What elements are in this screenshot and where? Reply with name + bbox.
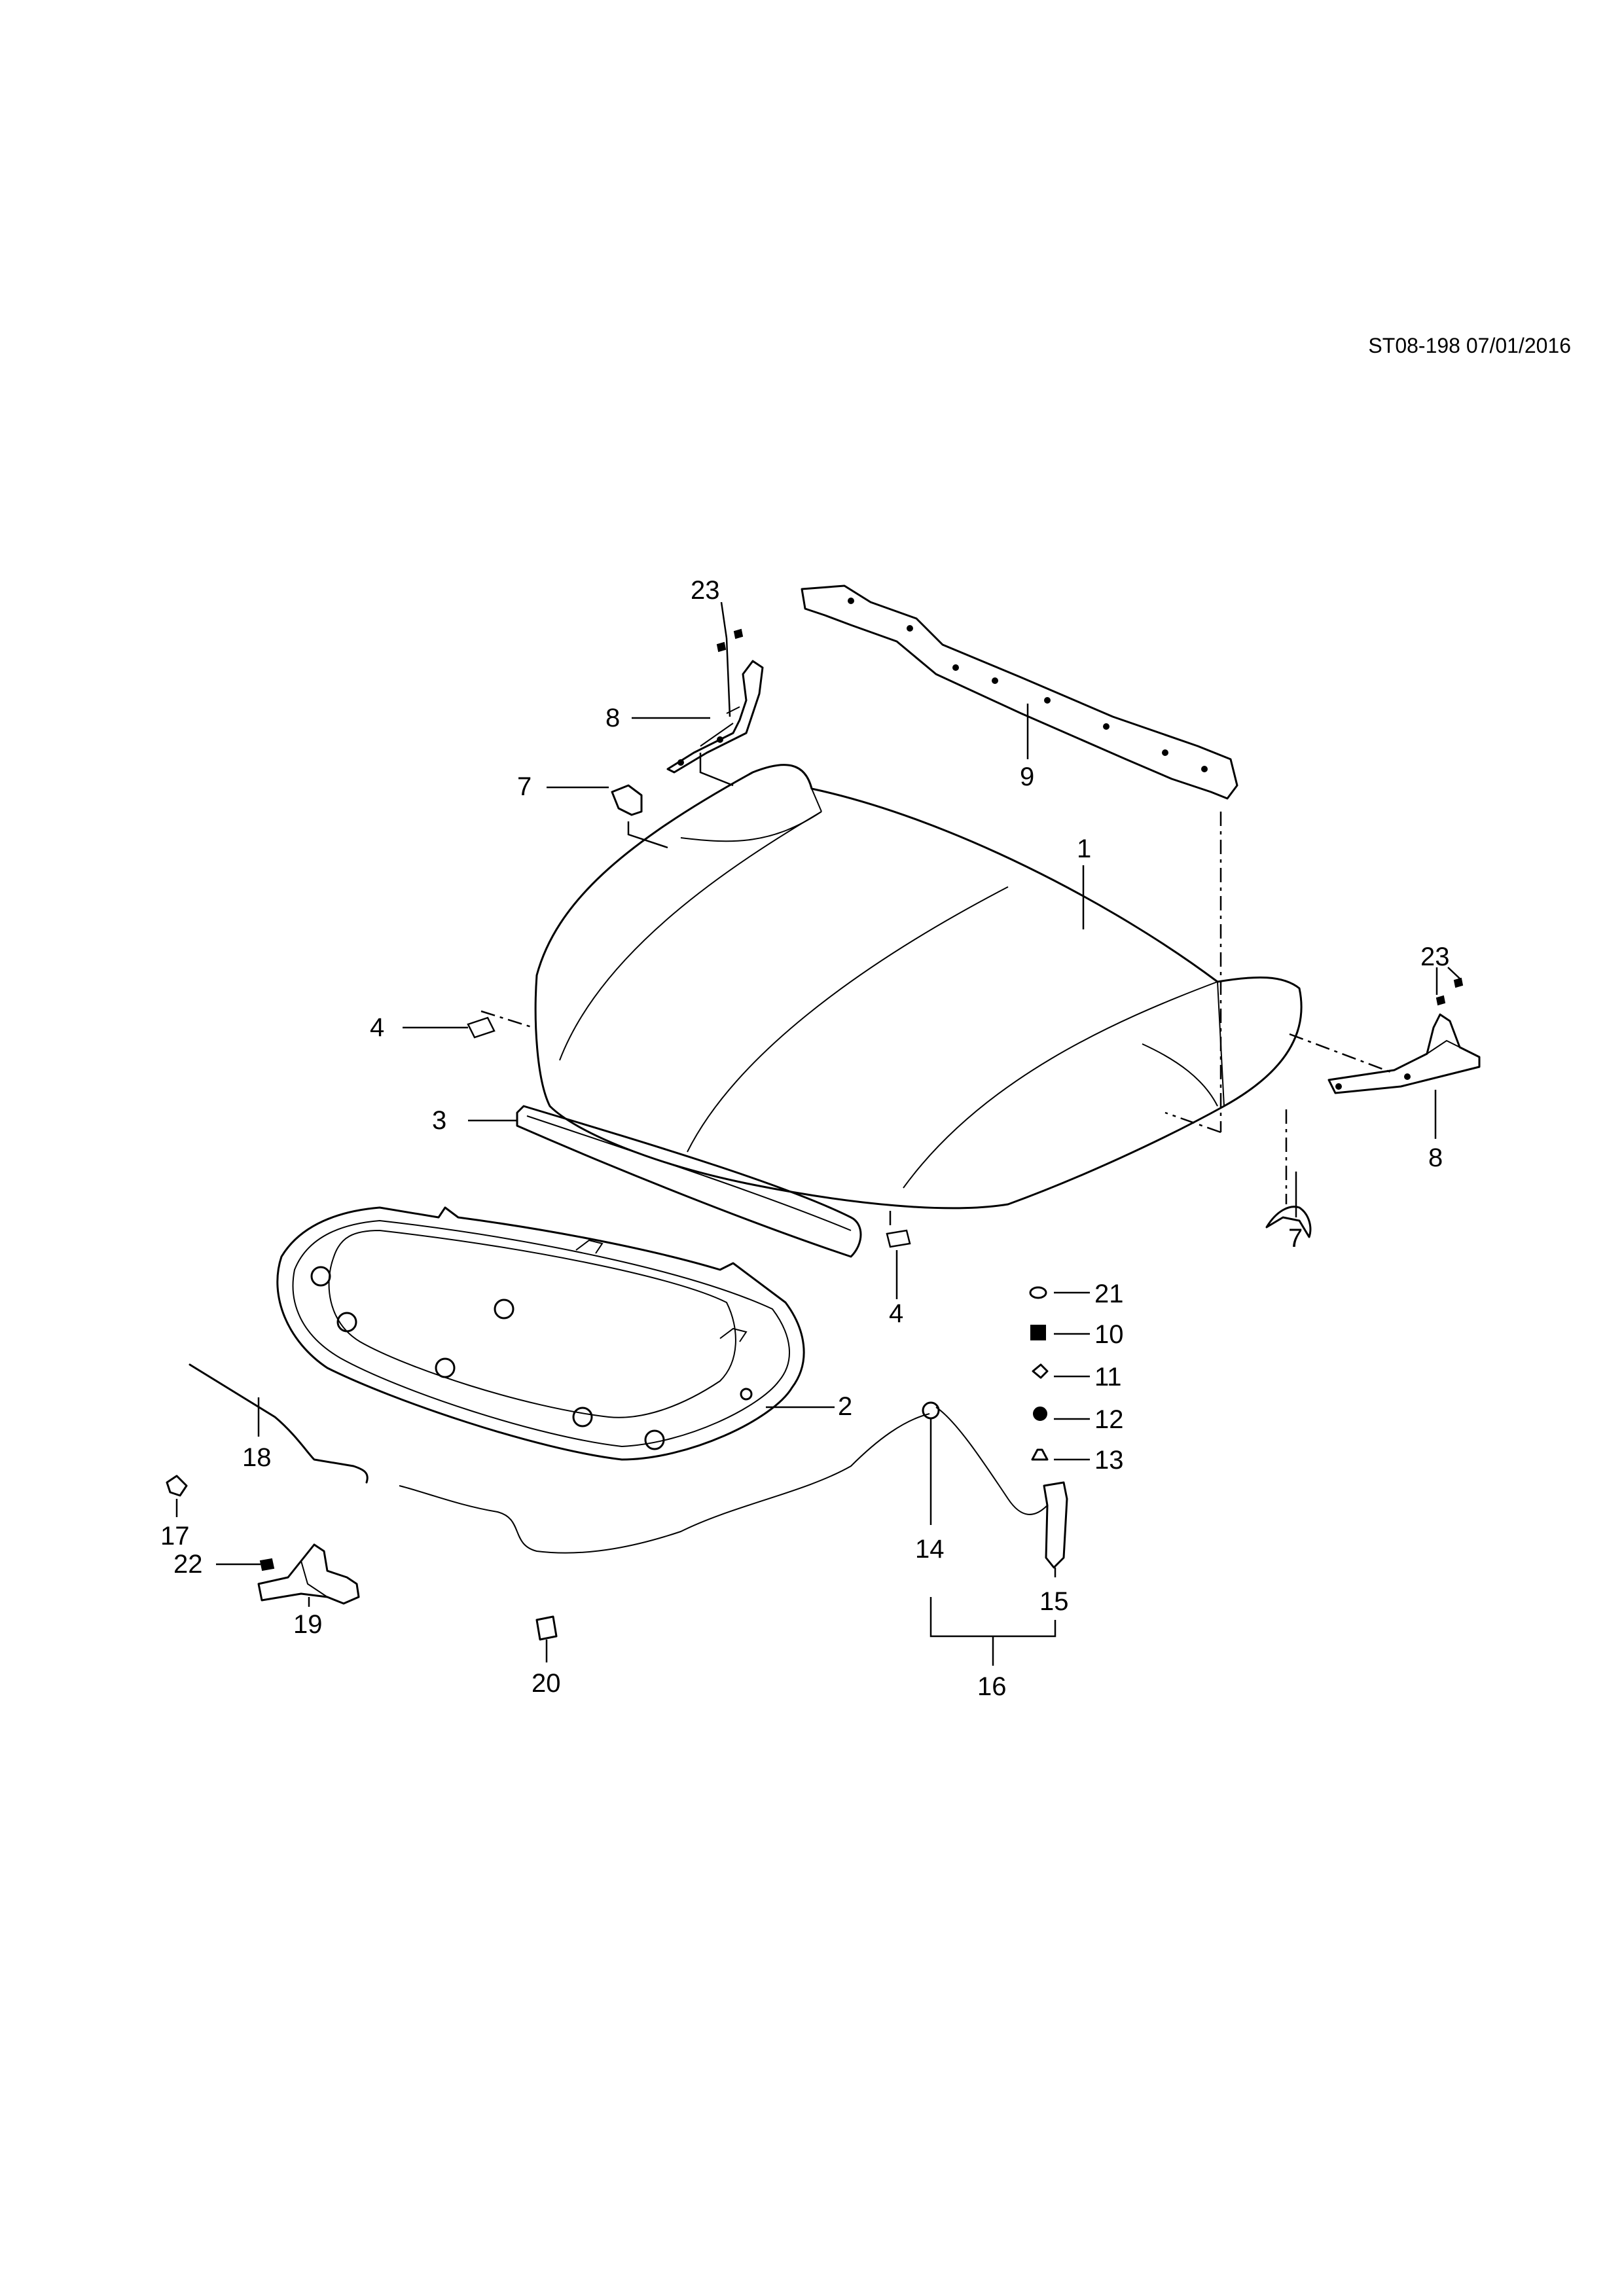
nut-10 bbox=[1030, 1325, 1046, 1340]
callout-7-right: 7 bbox=[1288, 1224, 1303, 1253]
callout-23-right: 23 bbox=[1420, 942, 1450, 971]
callout-15: 15 bbox=[1039, 1587, 1069, 1616]
bumper-pad-right bbox=[886, 1229, 911, 1248]
callout-17: 17 bbox=[160, 1522, 190, 1551]
cable-grommet-14 bbox=[922, 1401, 940, 1420]
clip-21 bbox=[1029, 1286, 1047, 1299]
release-cable bbox=[399, 1407, 1048, 1554]
callout-3: 3 bbox=[432, 1106, 446, 1135]
callout-19: 19 bbox=[293, 1610, 323, 1639]
hood-hinge-right bbox=[1327, 1013, 1481, 1094]
callout-2: 2 bbox=[838, 1392, 852, 1421]
callout-labels: 1 2 3 4 4 7 7 8 8 9 10 11 12 13 14 15 16… bbox=[160, 576, 1450, 1701]
callout-1: 1 bbox=[1077, 834, 1091, 863]
hood-reinforcement bbox=[801, 584, 1238, 800]
bumper-13 bbox=[1031, 1448, 1049, 1461]
latch-bolt-22 bbox=[259, 1558, 275, 1571]
callout-22: 22 bbox=[173, 1550, 203, 1579]
hood-hinge-left bbox=[666, 660, 764, 774]
callout-4-left: 4 bbox=[370, 1013, 384, 1042]
leader-lines bbox=[175, 601, 1460, 1666]
front-trim-strip bbox=[516, 1105, 862, 1258]
callout-8-left: 8 bbox=[605, 704, 620, 732]
hood-insulator bbox=[276, 1206, 805, 1461]
rod-clip-17 bbox=[166, 1475, 188, 1497]
hood-support-rod bbox=[189, 1363, 369, 1484]
callout-12: 12 bbox=[1094, 1405, 1124, 1434]
hinge-bolts-right bbox=[1435, 977, 1464, 1006]
clip-20 bbox=[535, 1615, 558, 1641]
callout-20: 20 bbox=[532, 1669, 561, 1698]
hood-bumper-left bbox=[611, 784, 643, 816]
hood-latch-19 bbox=[257, 1543, 360, 1605]
callout-14: 14 bbox=[915, 1535, 945, 1564]
clip-11 bbox=[1032, 1363, 1049, 1379]
assembly-lines bbox=[480, 753, 1395, 1227]
hood-bumper-right bbox=[1265, 1206, 1312, 1238]
callout-16: 16 bbox=[977, 1672, 1007, 1701]
document-reference: ST08-198 07/01/2016 bbox=[1368, 334, 1571, 357]
callout-8-right: 8 bbox=[1428, 1143, 1443, 1172]
callout-21: 21 bbox=[1094, 1280, 1124, 1308]
nut-12 bbox=[1033, 1407, 1047, 1421]
callout-13: 13 bbox=[1094, 1446, 1124, 1475]
callout-11: 11 bbox=[1094, 1363, 1122, 1391]
callout-10: 10 bbox=[1094, 1320, 1124, 1349]
hood-panel bbox=[534, 764, 1303, 1210]
hinge-bolts-left bbox=[716, 628, 744, 653]
callout-23-left: 23 bbox=[691, 576, 720, 605]
callout-7-left: 7 bbox=[517, 772, 532, 801]
callout-9: 9 bbox=[1020, 762, 1034, 791]
callout-4-right: 4 bbox=[889, 1299, 903, 1328]
release-handle-15 bbox=[1043, 1481, 1068, 1569]
callout-18: 18 bbox=[242, 1443, 272, 1472]
bumper-pad-left bbox=[467, 1016, 496, 1039]
